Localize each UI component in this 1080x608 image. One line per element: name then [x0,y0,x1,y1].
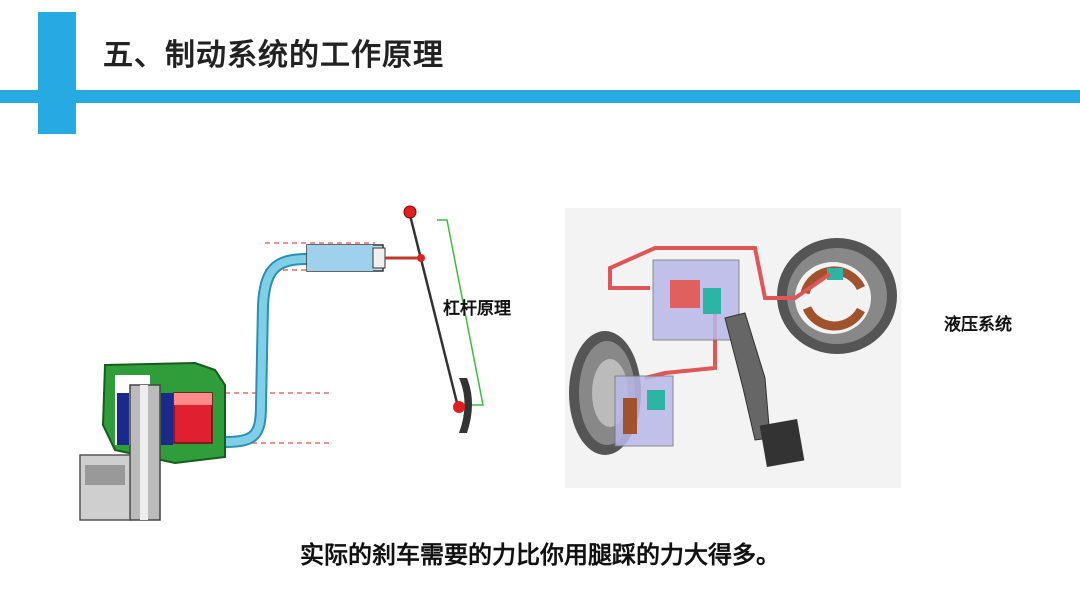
hydraulic-system-label: 液压系统 [944,315,1012,335]
brake-lever [408,214,460,408]
slide-title: 五、制动系统的工作原理 [103,38,444,73]
header-divider [0,90,1080,103]
title-accent-bar [38,12,76,134]
hydraulic-system-illustration [565,208,901,488]
caliper-lever-illustration [79,205,484,521]
drum-brake [777,238,897,354]
slide-caption: 实际的刹车需要的力比你用腿踩的力大得多。 [300,541,780,569]
guide-lines [225,242,375,444]
lever-principle-label: 杠杆原理 [443,299,511,319]
wheel-hub [79,454,131,521]
disc-brake [569,331,674,455]
brake-pedal [724,312,771,441]
foot-pad [459,378,472,433]
